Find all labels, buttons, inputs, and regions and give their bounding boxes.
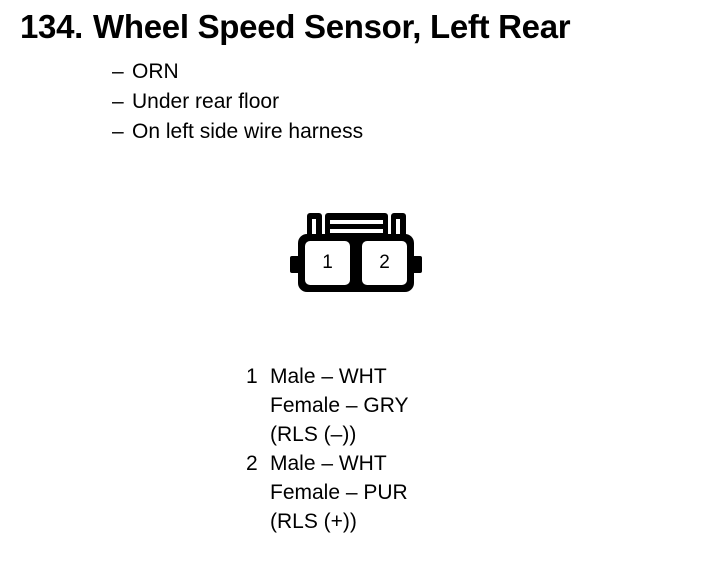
list-item: –On left side wire harness	[112, 117, 363, 147]
pin-legend-group-1: 1 Male – WHT Female – GRY (RLS (–))	[246, 362, 409, 449]
page-title-number: 134.	[20, 8, 84, 45]
connector-diagram: 1 2	[286, 205, 426, 297]
connector-cavity-2: 2	[362, 241, 407, 285]
connector-latch-post-slot	[312, 219, 316, 235]
pin-legend-row: 2 Male – WHT	[246, 449, 409, 478]
pin-description: Female – GRY	[270, 394, 409, 417]
pin-description: Male – WHT	[270, 365, 387, 388]
detail-list: –ORN –Under rear floor –On left side wir…	[112, 57, 363, 147]
list-item-label: On left side wire harness	[132, 120, 364, 143]
pin-circuit-note: (RLS (+))	[270, 510, 357, 533]
pin-legend-row: (RLS (+))	[246, 507, 409, 536]
pin-description: Male – WHT	[270, 452, 387, 475]
pin-number: 1	[246, 365, 258, 388]
connector-side-tab-right	[411, 256, 422, 273]
connector-cavity-1: 1	[305, 241, 350, 285]
connector-body: 1 2	[298, 234, 414, 292]
connector-side-tab-left	[290, 256, 301, 273]
pin-legend-row: (RLS (–))	[246, 420, 409, 449]
dash-icon: –	[112, 90, 124, 113]
list-item: –ORN	[112, 57, 363, 87]
connector-latch-post-slot	[396, 219, 400, 235]
pin-legend-row: Female – PUR	[246, 478, 409, 507]
pin-description: Female – PUR	[270, 481, 408, 504]
pin-legend-group-2: 2 Male – WHT Female – PUR (RLS (+))	[246, 449, 409, 536]
page-title-text: Wheel Speed Sensor, Left Rear	[93, 8, 571, 45]
list-item-label: ORN	[132, 60, 179, 83]
pin-number: 2	[246, 452, 258, 475]
pin-legend-row: 1 Male – WHT	[246, 362, 409, 391]
dash-icon: –	[112, 60, 124, 83]
pin-legend-row: Female – GRY	[246, 391, 409, 420]
page-title: 134.Wheel Speed Sensor, Left Rear	[20, 8, 700, 46]
dash-icon: –	[112, 120, 124, 143]
list-item-label: Under rear floor	[132, 90, 280, 113]
connector-latch-slot	[330, 229, 383, 233]
connector-latch-slot	[330, 220, 383, 224]
list-item: –Under rear floor	[112, 87, 363, 117]
pin-circuit-note: (RLS (–))	[270, 423, 357, 446]
